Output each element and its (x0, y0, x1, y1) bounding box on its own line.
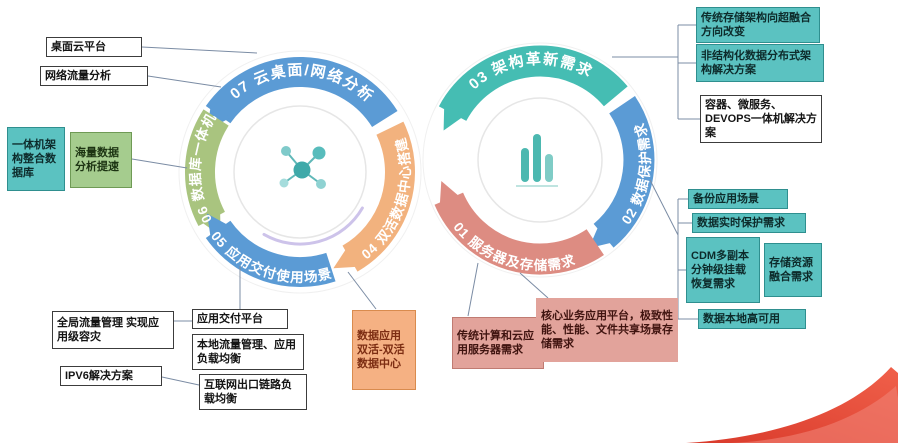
callout-storage-fusion: 存储资源融合需求 (764, 243, 822, 297)
callout-cdm-recovery: CDM多副本分钟级挂载恢复需求 (686, 237, 760, 303)
callout-desktop-cloud: 桌面云平台 (46, 37, 142, 57)
red-swoosh-underlay (730, 386, 898, 443)
left-inner-ring (233, 105, 367, 239)
callout-local-high-availability: 数据本地高可用 (698, 309, 806, 329)
callout-unstructured-distributed: 非结构化数据分布式架构解决方案 (696, 44, 824, 82)
callout-traditional-compute: 传统计算和云应用服务器需求 (452, 317, 544, 369)
lavender-accent-arc (262, 206, 364, 246)
callout-backup-scenario: 备份应用场景 (688, 189, 788, 209)
callout-mass-data-analytics: 海量数据分析提速 (70, 132, 132, 188)
segment-07-cloud-desktop (205, 57, 398, 131)
segment-03-architecture-innovation (438, 45, 628, 131)
segment-06-database-appliance (184, 109, 229, 236)
bar-chart-icon (516, 134, 558, 187)
callout-internet-link-balance: 互联网出口链路负载均衡 (199, 374, 307, 410)
callout-global-traffic: 全局流量管理 实现应用级容灾 (52, 311, 174, 349)
right-ring-outline (422, 42, 658, 278)
right-inner-ring (477, 97, 603, 223)
callout-local-traffic: 本地流量管理、应用负载均衡 (192, 334, 304, 370)
callout-storage-hci: 传统存储架构向超融合方向改变 (696, 7, 820, 43)
left-ring-outline (178, 50, 422, 294)
molecule-icon (279, 146, 326, 189)
callout-network-traffic: 网络流量分析 (40, 66, 148, 86)
callout-container-devops: 容器、微服务、DEVOPS一体机解决方案 (700, 95, 822, 143)
segment-02-data-protection (588, 96, 655, 249)
callout-allinone-architecture: 一体机架构整合数据库 (7, 127, 65, 191)
callout-dual-active-dc: 数据应用双活-双活数据中心 (352, 310, 416, 390)
callout-core-business-storage: 核心业务应用平台，极致性能、性能、文件共享场景存储需求 (536, 298, 678, 362)
connector-lines (131, 24, 700, 386)
segment-04-active-active-dc (333, 121, 415, 272)
callout-app-delivery-platform: 应用交付平台 (192, 309, 288, 329)
callout-realtime-protection: 数据实时保护需求 (692, 213, 806, 233)
segment-01-server-storage (434, 181, 604, 275)
segment-05-app-delivery (205, 213, 336, 287)
callout-ipv6: IPV6解决方案 (60, 366, 162, 386)
